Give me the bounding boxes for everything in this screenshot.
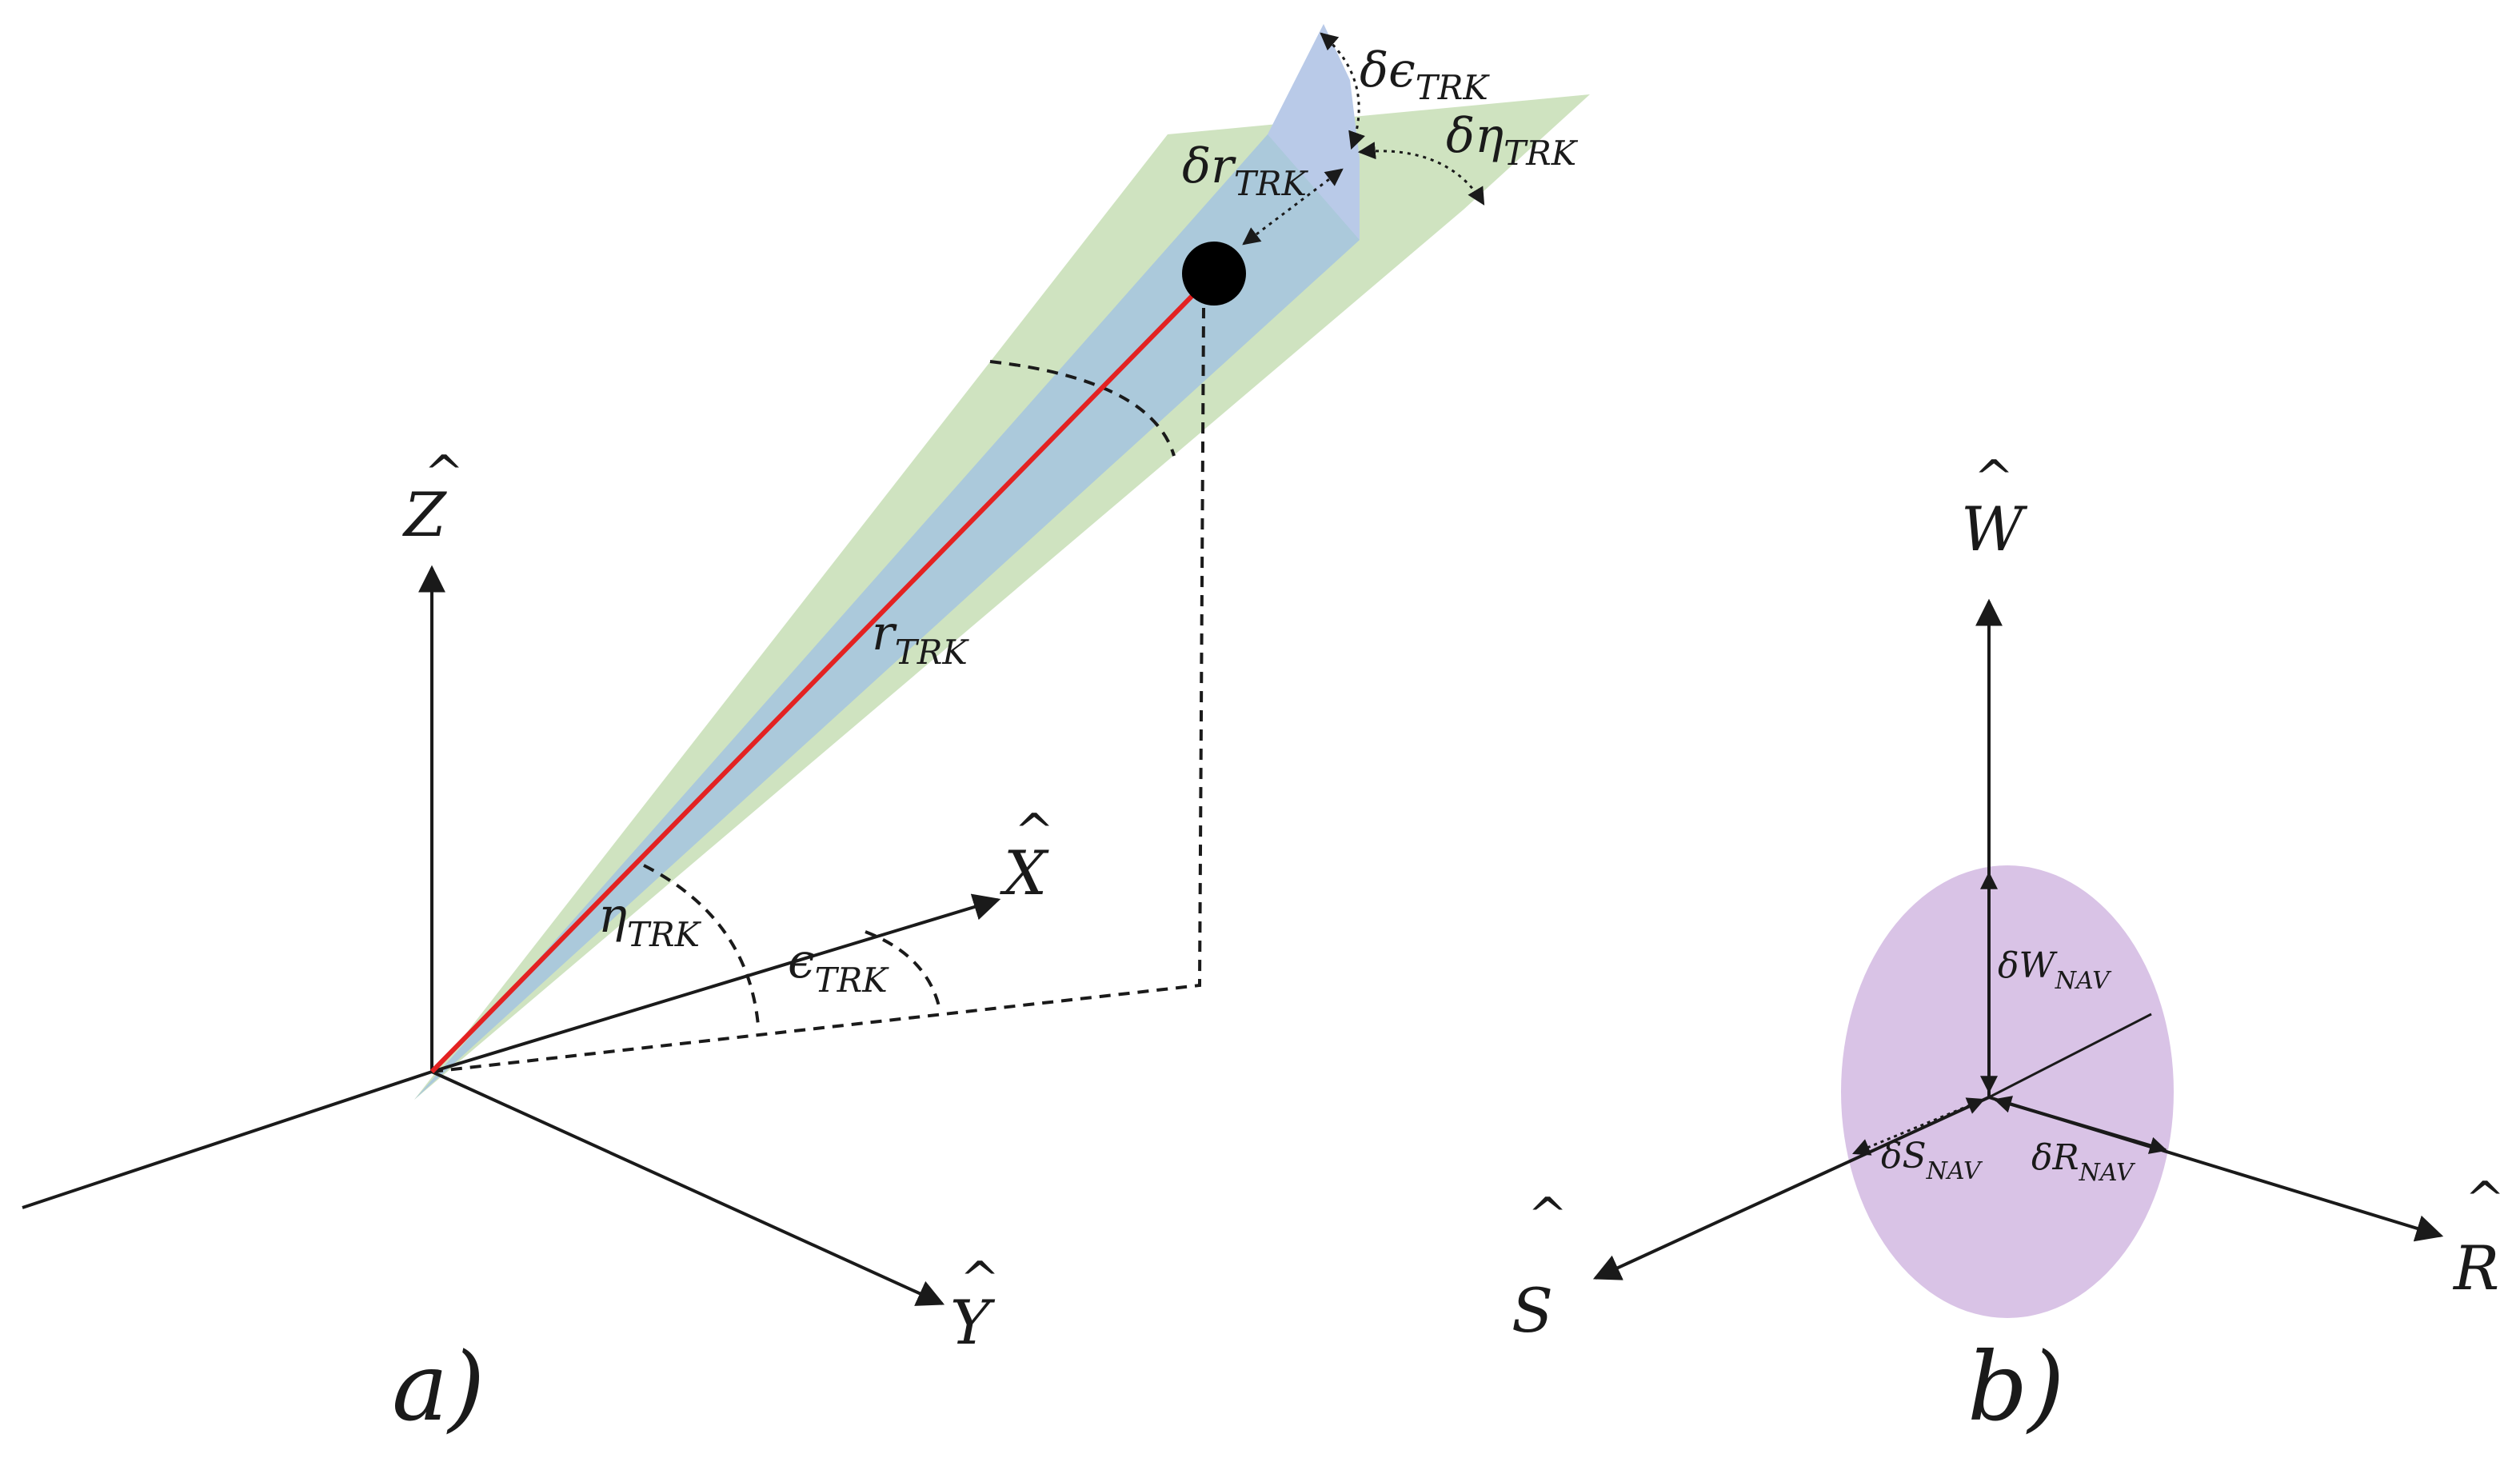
svg-text:^: ^	[1528, 1188, 1568, 1244]
w-axis-label: ^ W	[1961, 450, 2028, 565]
svg-text:^: ^	[424, 445, 464, 501]
z-axis-label: ^ Z	[402, 445, 464, 550]
svg-text:R: R	[2452, 1232, 2499, 1304]
x-axis	[431, 893, 1001, 1073]
navigation-error-ellipse	[1841, 865, 2174, 1318]
projection-dashed-lines	[431, 307, 1205, 1073]
ellipse-radius-line	[1988, 1013, 2152, 1099]
elevation-label: ηTRK	[598, 888, 702, 954]
svg-text:^: ^	[2465, 1172, 2505, 1228]
target-point	[1182, 242, 1246, 306]
svg-text:^: ^	[1974, 450, 2014, 506]
x-axis-label: ^ X	[1000, 804, 1054, 909]
panel-a-label: a)	[392, 1332, 485, 1442]
s-axis-label: ^ S	[1512, 1188, 1568, 1346]
s-error-arrow	[1851, 1097, 1986, 1156]
blue-uncertainty-cone	[414, 80, 1360, 1100]
s-error-label: δSNAV	[1881, 1136, 1983, 1185]
elevation-error-label: δηTRK	[1446, 108, 1579, 173]
y-axis	[431, 1070, 945, 1306]
azimuth-arc	[865, 930, 941, 1010]
range-error-label: δrTRK	[1182, 138, 1308, 203]
panel-b: ^ W ^ S ^ R δWNAV δSNAV δRNAV b)	[1512, 450, 2505, 1442]
svg-text:Z: Z	[402, 479, 447, 550]
r-error-label: δRNAV	[2031, 1137, 2136, 1187]
w-error-label: δWNAV	[1998, 945, 2112, 995]
panel-a: ^ Z ^ X ^ Y rTRK ηTRK ϵTRK δrTRK δϵTRK δ…	[22, 24, 1590, 1442]
svg-text:^: ^	[1014, 804, 1054, 860]
elevation-arc	[643, 864, 760, 1026]
svg-text:Y: Y	[950, 1287, 996, 1358]
range-line	[429, 271, 1216, 1074]
r-error-arrow	[1993, 1096, 2168, 1154]
negative-x-axis	[22, 1070, 433, 1209]
r-axis-label: ^ R	[2452, 1172, 2505, 1304]
svg-text:W: W	[1961, 493, 2028, 565]
y-axis-label: ^ Y	[950, 1252, 1000, 1358]
green-uncertainty-cone	[414, 94, 1590, 1100]
svg-text:X: X	[1000, 837, 1049, 909]
cone-section-arc	[989, 360, 1176, 457]
panel-b-label: b)	[1967, 1332, 2065, 1442]
svg-text:^: ^	[960, 1252, 1000, 1308]
range-label: rTRK	[872, 605, 969, 672]
azimuth-label: ϵTRK	[788, 933, 889, 1000]
svg-text:S: S	[1512, 1275, 1553, 1346]
azimuth-error-label: δϵTRK	[1360, 42, 1490, 107]
